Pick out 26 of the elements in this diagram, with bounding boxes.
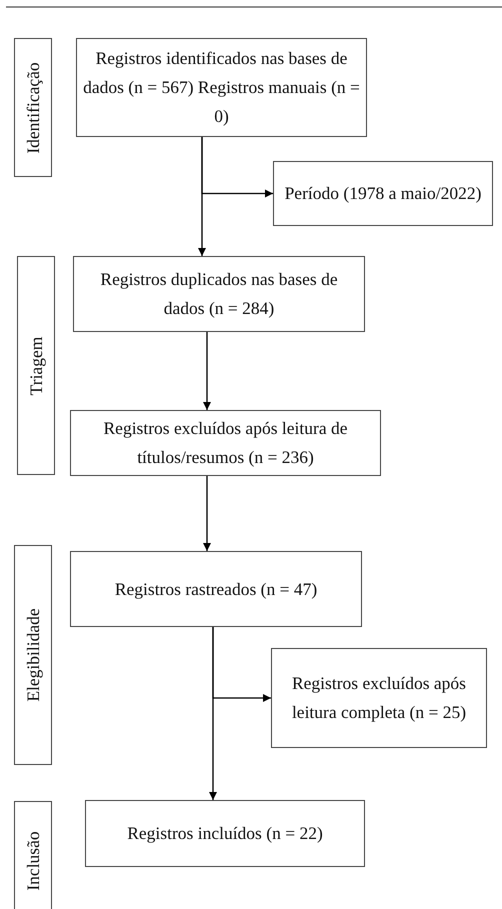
process-box — [273, 161, 493, 226]
box-text: Período (1978 a maio/2022) — [284, 182, 482, 205]
stage-label: Identificação — [23, 60, 43, 156]
stage-label-box — [17, 256, 55, 475]
box-text: Registros excluídos após leitura de títulos/resumos (n = 236) — [102, 417, 348, 469]
stage-label-box — [14, 38, 52, 177]
process-box — [73, 256, 365, 332]
stage-label: Triagem — [26, 335, 46, 398]
arrow — [203, 332, 211, 410]
box-text: Registros excluídos após leitura completa (n = 25) — [290, 672, 468, 724]
box-text: Registros duplicados nas bases de dados (n = 284) — [99, 268, 339, 320]
stage-label: Inclusão — [23, 830, 43, 893]
stage-label: Elegibilidade — [23, 607, 43, 704]
process-box — [271, 648, 487, 748]
stage-label-box — [14, 545, 52, 765]
box-text: Registros identificados nas bases de dados (n = 567) Registros manuais (n = 0) — [82, 47, 361, 128]
arrow — [203, 476, 211, 551]
process-box — [70, 551, 362, 627]
box-text: Registros rastreados (n = 47) — [114, 578, 318, 601]
box-text: Registros incluídos (n = 22) — [126, 822, 324, 845]
process-box — [76, 38, 367, 137]
arrow — [209, 627, 217, 800]
process-box — [85, 800, 365, 867]
process-box — [70, 410, 381, 476]
stage-label-box — [14, 801, 52, 909]
arrow — [198, 137, 206, 256]
